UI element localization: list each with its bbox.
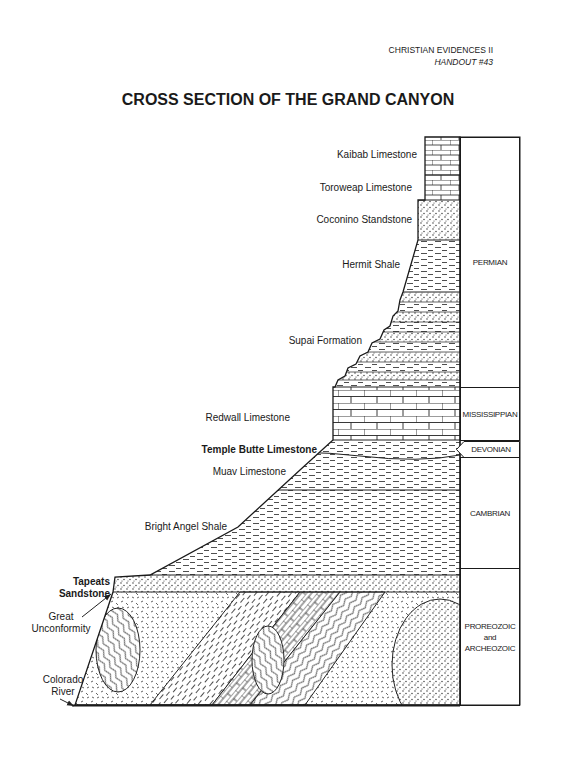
formation-label: Temple Butte Limestone [202, 444, 317, 456]
supai-band [0, 352, 460, 362]
handout-number: HANDOUT #43 [434, 56, 493, 68]
supai-band [0, 362, 460, 372]
base-line [72, 705, 460, 707]
supai-band [0, 332, 460, 342]
callout-label: Great Unconformity [25, 611, 97, 635]
period-name: CAMBRIAN [470, 508, 510, 519]
formation-label: Toroweap Limestone [320, 182, 412, 194]
formation-label: Tapeats Sandstone [56, 576, 110, 600]
coconino-layer [0, 200, 460, 240]
period-column [460, 137, 520, 705]
diagram-title: CROSS SECTION OF THE GRAND CANYON [0, 90, 576, 110]
tag-outline [457, 442, 520, 458]
formation-label: Bright Angel Shale [145, 521, 227, 533]
layer-boundary [0, 175, 460, 592]
formation-label: Kaibab Limestone [337, 149, 417, 161]
supai-band [0, 342, 460, 352]
redwall-layer [0, 387, 460, 440]
period-name: PERMIAN [473, 257, 507, 268]
layer-boundary [0, 302, 460, 380]
toroweap-layer [0, 175, 460, 200]
period-band: MISSISSIPPIAN [460, 387, 520, 441]
tilted-strata [250, 592, 385, 705]
period-name: DEVONIAN [471, 444, 510, 455]
period-name: PROREOZOIC and ARCHEOZOIC [461, 621, 519, 654]
period-tag: DEVONIAN [456, 441, 520, 458]
muav-layer [0, 455, 460, 490]
period-name: MISSISSIPPIAN [463, 409, 518, 420]
formation-label: Redwall Limestone [206, 412, 291, 424]
formation-label: Hermit Shale [342, 259, 400, 271]
formation-label: Muav Limestone [213, 466, 286, 478]
supai-band [0, 292, 460, 302]
period-band: PERMIAN [460, 137, 520, 388]
supai-band [0, 302, 460, 312]
period-band: PROREOZOIC and ARCHEOZOIC [460, 568, 520, 706]
bright-angel-layer [0, 490, 460, 575]
hermit-layer [0, 240, 460, 292]
kaibab-layer [0, 137, 460, 175]
canyon-profile [75, 137, 460, 705]
schist-body [252, 626, 284, 694]
document-header: CHRISTIAN EVIDENCES II [389, 44, 493, 56]
schist-body [96, 608, 140, 692]
supai-band [0, 380, 460, 387]
formation-label: Supai Formation [289, 335, 362, 347]
formation-label: Coconino Standstone [316, 214, 412, 226]
period-band: CAMBRIAN [460, 457, 520, 569]
granite-dome [392, 599, 488, 731]
leader-line [60, 699, 74, 706]
rock-layers [0, 137, 488, 731]
callout-label: Colorado River [35, 674, 91, 698]
temple-butte-layer [0, 440, 460, 455]
supai-band [0, 372, 460, 380]
basement-rock [0, 592, 460, 705]
